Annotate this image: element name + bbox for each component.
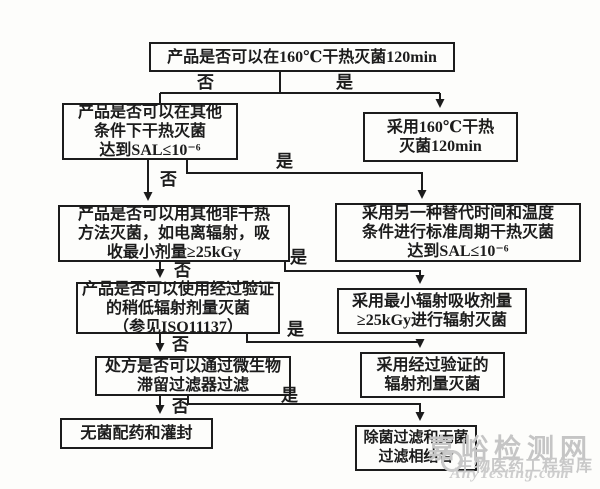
decision-other-dry-heat-conditions: 产品是否可以在其他 条件下干热灭菌 达到SAL≤10⁻⁶ bbox=[62, 103, 238, 160]
node-text-line: 方法灭菌，如电离辐射，吸 bbox=[77, 225, 270, 242]
terminal-aseptic-compounding-filling: 无菌配药和灌封 bbox=[60, 418, 213, 449]
node-text-line: 辐射剂量灭菌 bbox=[384, 376, 481, 393]
node-text-line: 滞留过滤器过滤 bbox=[136, 377, 249, 394]
terminal-sterile-filtration-combined: 除菌过滤和无菌 过滤相结合 bbox=[355, 425, 477, 471]
arrow-q5-to-r5 bbox=[187, 396, 425, 421]
edge-label-yes-q1: 是 bbox=[336, 73, 353, 92]
edge-label-yes-q2: 是 bbox=[276, 152, 293, 171]
action-validated-radiation-dose: 采用经过验证的 辐射剂量灭菌 bbox=[360, 352, 505, 398]
decision-microbial-retention-filtration: 处方是否可以通过微生物 滞留过滤器过滤 bbox=[95, 356, 291, 396]
node-text-line: 条件下干热灭菌 bbox=[93, 123, 206, 140]
node-text-line: 产品是否可以用其他非干热 bbox=[77, 206, 270, 223]
edge-label-no-q2: 否 bbox=[160, 170, 177, 189]
node-text-line: 过滤相结合 bbox=[378, 449, 454, 465]
action-alternative-time-temperature-cycle: 采用另一种替代时间和温度 条件进行标准周期干热灭菌 达到SAL≤10⁻⁶ bbox=[335, 203, 581, 262]
arrow-q3-to-r3 bbox=[284, 262, 425, 284]
edge-label-no-q3: 否 bbox=[174, 261, 191, 280]
edge-label-no-q1: 否 bbox=[197, 73, 214, 92]
node-text-line: （参见ISO11137） bbox=[113, 318, 243, 336]
node-text-line: 条件进行标准周期干热灭菌 bbox=[361, 224, 554, 241]
action-radiation-min-dose-25kgy: 采用最小辐射吸收剂量 ≥25kGy进行辐射灭菌 bbox=[337, 288, 527, 334]
node-text-line: 采用最小辐射吸收剂量 bbox=[351, 293, 512, 310]
node-text-line: 采用160℃干热 bbox=[386, 119, 495, 136]
edge-label-yes-q3: 是 bbox=[290, 248, 307, 267]
node-text-line: 除菌过滤和无菌 bbox=[363, 430, 469, 446]
node-text-line: 达到SAL≤10⁻⁶ bbox=[407, 243, 509, 260]
node-text-line: ≥25kGy进行辐射灭菌 bbox=[356, 312, 508, 329]
node-text-line: 产品是否可以使用经过验证 bbox=[81, 280, 274, 298]
decision-non-dry-heat-radiation-25kgy: 产品是否可以用其他非干热 方法灭菌，如电离辐射，吸 收最小剂量≥25kGy bbox=[58, 205, 290, 262]
edge-label-no-q5: 否 bbox=[172, 397, 189, 416]
node-text-line: 产品是否可以在其他 bbox=[77, 104, 222, 121]
node-text-line: 的稍低辐射剂量灭菌 bbox=[105, 299, 250, 317]
arrow-q4-to-r4 bbox=[246, 334, 425, 348]
edge-label-yes-q5: 是 bbox=[281, 386, 298, 405]
node-text-line: 产品是否可以在160℃干热灭菌120min bbox=[167, 48, 437, 66]
connector-q1-split bbox=[159, 72, 440, 103]
decision-dry-heat-160c-120min: 产品是否可以在160℃干热灭菌120min bbox=[149, 42, 455, 72]
edge-label-yes-q4: 是 bbox=[287, 320, 304, 339]
node-text-line: 采用经过验证的 bbox=[376, 357, 489, 374]
node-text-line: 采用另一种替代时间和温度 bbox=[361, 205, 554, 222]
node-text-line: 收最小剂量≥25kGy bbox=[106, 244, 242, 261]
edge-label-no-q4: 否 bbox=[172, 335, 189, 354]
decision-validated-lower-radiation-dose: 产品是否可以使用经过验证 的稍低辐射剂量灭菌 （参见ISO11137） bbox=[76, 280, 280, 336]
node-text-line: 无菌配药和灌封 bbox=[80, 425, 193, 442]
arrow-q2-to-r2 bbox=[186, 160, 427, 199]
node-text-line: 处方是否可以通过微生物 bbox=[104, 358, 281, 375]
action-dry-heat-160c-120min: 采用160℃干热 灭菌120min bbox=[363, 112, 518, 162]
node-text-line: 灭菌120min bbox=[399, 138, 482, 155]
node-text-line: 达到SAL≤10⁻⁶ bbox=[99, 142, 201, 159]
